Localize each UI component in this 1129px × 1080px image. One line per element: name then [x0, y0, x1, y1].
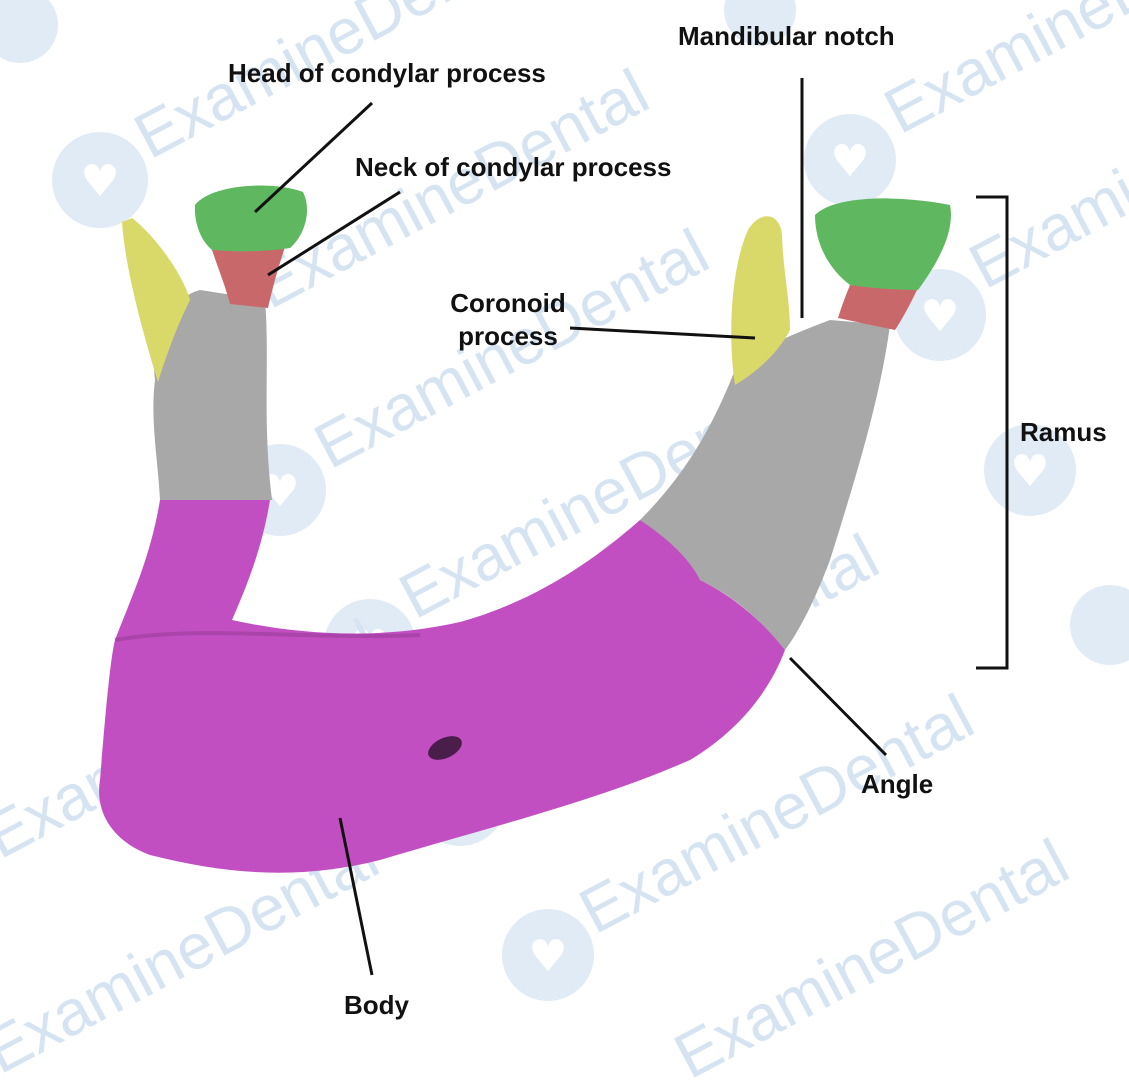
label-coronoid-process: Coronoid process — [438, 287, 578, 352]
oblique-ridge — [114, 631, 421, 642]
svg-text:♥: ♥ — [1010, 446, 1049, 497]
left-condylar-head — [194, 185, 307, 252]
mandible — [99, 185, 951, 873]
leader-coronoid — [569, 326, 756, 340]
leader-angle — [788, 656, 888, 757]
watermark-logo — [0, 0, 58, 63]
label-head-condylar-process: Head of condylar process — [228, 58, 546, 88]
right-condylar-head — [815, 198, 951, 290]
svg-text:♥: ♥ — [920, 291, 959, 342]
label-body: Body — [344, 990, 409, 1020]
watermark-text: ExamineDental — [873, 0, 1129, 147]
watermark-logo: ♥ — [804, 114, 896, 206]
left-condylar-neck — [212, 247, 285, 308]
left-ramus — [153, 290, 272, 500]
ramus-bracket — [976, 195, 1009, 670]
label-angle: Angle — [861, 769, 934, 799]
label-mandibular-notch: Mandibular notch — [678, 21, 895, 51]
right-ramus — [640, 320, 890, 650]
leader-lines — [253, 78, 1009, 976]
right-condylar-neck — [838, 285, 918, 330]
label-ramus: Ramus — [1020, 417, 1107, 447]
svg-text:♥: ♥ — [528, 931, 567, 982]
leader-neck-condylar — [267, 190, 401, 277]
mental-foramen — [428, 736, 462, 760]
leader-head-condylar — [253, 101, 374, 214]
left-coronoid-process — [122, 218, 190, 382]
svg-text:♥: ♥ — [80, 156, 119, 207]
watermark-logo — [1070, 585, 1129, 665]
watermark-logo: ♥ — [894, 269, 986, 361]
svg-text:♥: ♥ — [830, 136, 869, 187]
label-coronoid-line1: Coronoid — [450, 288, 566, 318]
label-coronoid-line2: process — [458, 320, 558, 351]
watermark-logo: ♥ — [52, 132, 148, 228]
leader-body — [338, 817, 374, 976]
watermark-logo: ♥ — [502, 909, 594, 1001]
mandible-body — [99, 500, 786, 873]
right-coronoid-process — [731, 216, 790, 385]
label-neck-condylar-process: Neck of condylar process — [355, 152, 672, 182]
watermark-logo — [724, 0, 796, 46]
